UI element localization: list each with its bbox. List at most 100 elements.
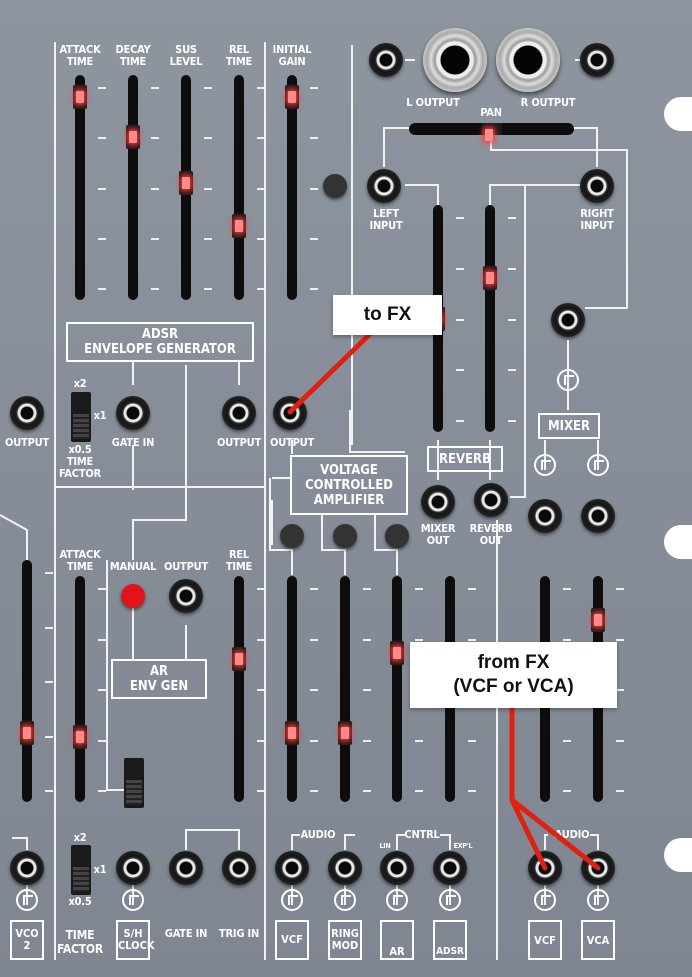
sh-clock-jack[interactable] xyxy=(116,851,150,885)
fet-icon xyxy=(557,369,579,391)
fet-icon xyxy=(334,889,356,911)
mixer-in-jack-2[interactable] xyxy=(581,499,615,533)
pan-slider[interactable] xyxy=(409,123,574,141)
vca-input-3-slider[interactable] xyxy=(392,576,402,802)
adsr-release-slider[interactable] xyxy=(234,75,244,300)
left-edge-slider[interactable] xyxy=(22,560,32,802)
ar-attack-slider-knob[interactable] xyxy=(73,725,87,750)
vca-input-1-slider-knob[interactable] xyxy=(285,721,299,746)
slider-tick xyxy=(415,790,423,792)
slider-tick xyxy=(415,638,423,641)
ar-output-jack[interactable] xyxy=(169,579,203,613)
manual-button[interactable] xyxy=(121,584,145,608)
slider-tick xyxy=(257,790,265,792)
r-output-small-jack[interactable] xyxy=(580,43,614,77)
right-input-jack[interactable] xyxy=(580,169,614,203)
adsr-sustain-slider-knob[interactable] xyxy=(179,171,193,196)
left-output-label: OUTPUT xyxy=(4,436,50,449)
ar-release-slider[interactable] xyxy=(234,576,244,802)
adsr-attack-label: ATTACK TIME xyxy=(59,43,101,68)
vca-vcf-jack[interactable] xyxy=(275,851,309,885)
vca-adsr-jack[interactable] xyxy=(433,851,467,885)
r-output-jack[interactable] xyxy=(496,28,560,92)
adsr-time-factor-switch[interactable] xyxy=(71,392,91,442)
initial-gain-slider-knob[interactable] xyxy=(285,85,299,110)
manual-label: MANUAL xyxy=(109,560,157,573)
mixer-in-jack-1[interactable] xyxy=(528,499,562,533)
vca-ar-jack[interactable] xyxy=(380,851,414,885)
slider-tick xyxy=(415,739,423,742)
slider-tick xyxy=(98,689,106,691)
vca-input-button[interactable] xyxy=(385,524,409,548)
slider-tick xyxy=(98,87,106,89)
ar-gate-in-jack[interactable] xyxy=(169,851,203,885)
vca-input-3-slider-knob[interactable] xyxy=(390,640,404,665)
initial-gain-label: INITIAL GAIN xyxy=(272,43,312,68)
adsr-release-label: REL TIME xyxy=(225,43,253,68)
mounting-hole xyxy=(664,97,692,131)
adsr-title: ADSR xyxy=(141,327,179,342)
x1-label: x1 xyxy=(93,863,107,876)
slider-tick xyxy=(616,739,624,742)
fet-icon xyxy=(16,889,38,911)
fet-icon xyxy=(534,454,556,476)
ar-attack-slider[interactable] xyxy=(75,576,85,802)
mixer-vcf-box: VCF xyxy=(528,920,562,960)
slider-tick xyxy=(310,588,318,590)
vca-input-button[interactable] xyxy=(333,524,357,548)
sh-clock-box: S/H CLOCK xyxy=(116,920,155,960)
slider-tick xyxy=(310,137,318,140)
adsr-release-slider-knob[interactable] xyxy=(232,213,246,238)
pan-knob[interactable] xyxy=(481,123,502,141)
reverb-level-slider[interactable] xyxy=(485,205,495,432)
adsr-attack-slider[interactable] xyxy=(75,75,85,300)
mixer-2-slider-knob[interactable] xyxy=(591,608,605,633)
right-input-label: RIGHT INPUT xyxy=(580,207,614,232)
l-output-jack[interactable] xyxy=(423,28,487,92)
mixer-title: MIXER xyxy=(538,413,600,439)
slider-tick xyxy=(456,267,464,270)
ar-time-factor-switch[interactable] xyxy=(71,845,91,895)
divider xyxy=(55,486,265,488)
expl-label: EXP'L xyxy=(453,842,473,850)
slider-tick xyxy=(508,318,516,321)
mixer-out-jack[interactable] xyxy=(421,485,455,519)
from-fx-callout: from FX (VCF or VCA) xyxy=(410,642,617,708)
l-output-small-jack[interactable] xyxy=(369,43,403,77)
vca-input-2-slider-knob[interactable] xyxy=(338,721,352,746)
adsr-decay-slider-knob[interactable] xyxy=(126,125,140,150)
adsr-decay-slider[interactable] xyxy=(128,75,138,300)
reverb-out-jack[interactable] xyxy=(474,483,508,517)
reverb-level-slider-knob[interactable] xyxy=(483,265,497,290)
vca-ringmod-box: RING MOD xyxy=(328,920,362,960)
mixer-output-jack[interactable] xyxy=(551,303,585,337)
divider xyxy=(351,45,353,445)
vco2-jack[interactable] xyxy=(10,851,44,885)
slider-tick xyxy=(508,369,516,372)
left-input-jack[interactable] xyxy=(367,169,401,203)
adsr-gate-in-jack[interactable] xyxy=(116,396,150,430)
adsr-sustain-label: SUS LEVEL xyxy=(169,43,203,68)
slider-tick xyxy=(310,790,318,792)
time-factor-label: TIME FACTOR xyxy=(58,455,102,480)
vca-input-1-slider[interactable] xyxy=(287,576,297,802)
lin-label: LIN xyxy=(379,842,391,850)
ar-release-slider-knob[interactable] xyxy=(232,646,246,671)
initial-gain-slider[interactable] xyxy=(287,75,297,300)
vca-button[interactable] xyxy=(323,174,347,198)
sh-switch[interactable] xyxy=(124,758,144,808)
left-output-jack[interactable] xyxy=(10,396,44,430)
vca-input-2-slider[interactable] xyxy=(340,576,350,802)
cable-from-fx-vcf xyxy=(509,702,548,871)
vca-vcf-box: VCF xyxy=(275,920,309,960)
slider-tick xyxy=(257,87,265,89)
vca-input-button[interactable] xyxy=(280,524,304,548)
trig-in-jack[interactable] xyxy=(222,851,256,885)
slider-tick xyxy=(204,288,212,290)
adsr-output-jack[interactable] xyxy=(222,396,256,430)
mounting-hole xyxy=(664,525,692,559)
left-edge-slider-knob[interactable] xyxy=(20,721,34,746)
vca-ringmod-jack[interactable] xyxy=(328,851,362,885)
adsr-attack-slider-knob[interactable] xyxy=(73,85,87,110)
fet-icon xyxy=(587,454,609,476)
